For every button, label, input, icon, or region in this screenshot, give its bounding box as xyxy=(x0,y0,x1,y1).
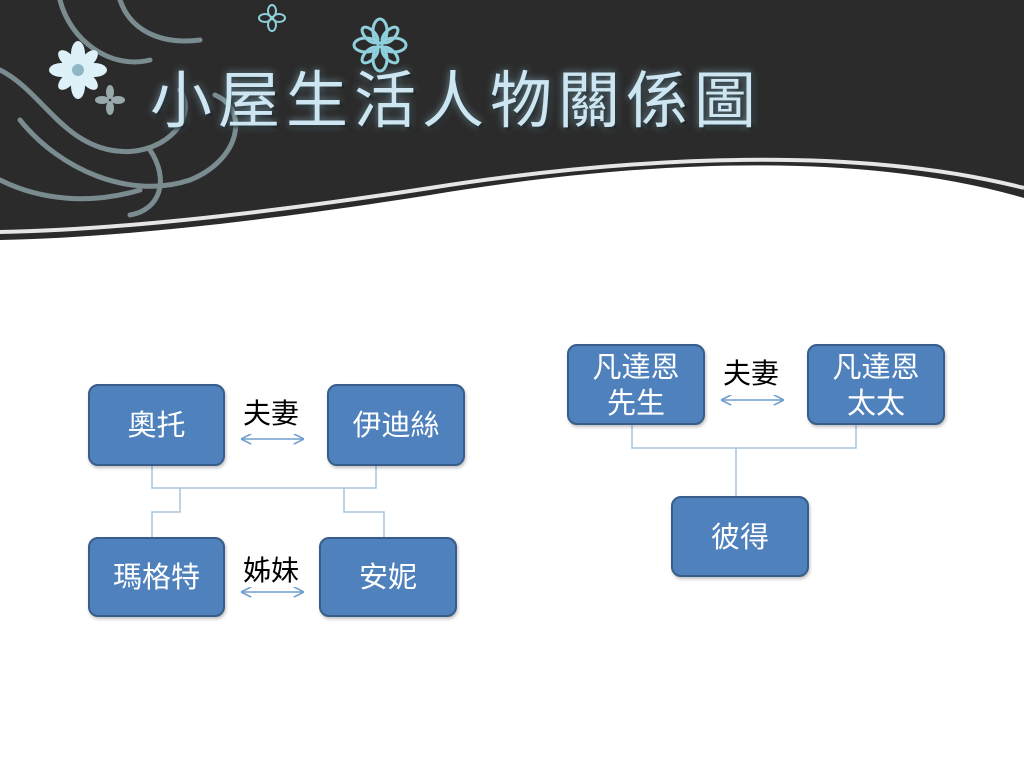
slide-title: 小屋生活人物關係圖 xyxy=(150,64,763,137)
node-anne: 安妮 xyxy=(319,537,457,617)
node-margot-label: 瑪格特 xyxy=(112,560,200,594)
connector-edith-anne xyxy=(151,488,181,537)
node-peter: 彼得 xyxy=(671,496,809,577)
node-anne-label: 安妮 xyxy=(358,560,417,594)
node-otto: 奧托 xyxy=(88,384,225,466)
node-mrs-van-daan: 凡達恩 太太 xyxy=(807,344,945,425)
relation-label-spouse-2: 夫妻 xyxy=(723,357,780,390)
connector-van-daan-parents xyxy=(631,425,857,449)
connector-otto-margot xyxy=(151,466,377,489)
node-edith-label: 伊迪絲 xyxy=(352,408,440,442)
node-peter-label: 彼得 xyxy=(710,519,769,554)
header-banner xyxy=(0,0,1024,240)
node-mr-van-daan-label: 凡達恩 先生 xyxy=(592,349,680,420)
relation-label-spouse-1: 夫妻 xyxy=(243,397,300,430)
relation-label-siblings: 姊妹 xyxy=(243,554,300,587)
node-margot: 瑪格特 xyxy=(88,537,225,617)
node-otto-label: 奧托 xyxy=(127,408,186,442)
node-mrs-van-daan-label: 凡達恩 太太 xyxy=(832,349,920,420)
swirl-ornament xyxy=(0,0,239,218)
flower-ornament xyxy=(49,4,408,115)
node-edith: 伊迪絲 xyxy=(327,384,465,466)
connector-anne xyxy=(343,488,385,537)
node-mr-van-daan: 凡達恩 先生 xyxy=(567,344,705,425)
